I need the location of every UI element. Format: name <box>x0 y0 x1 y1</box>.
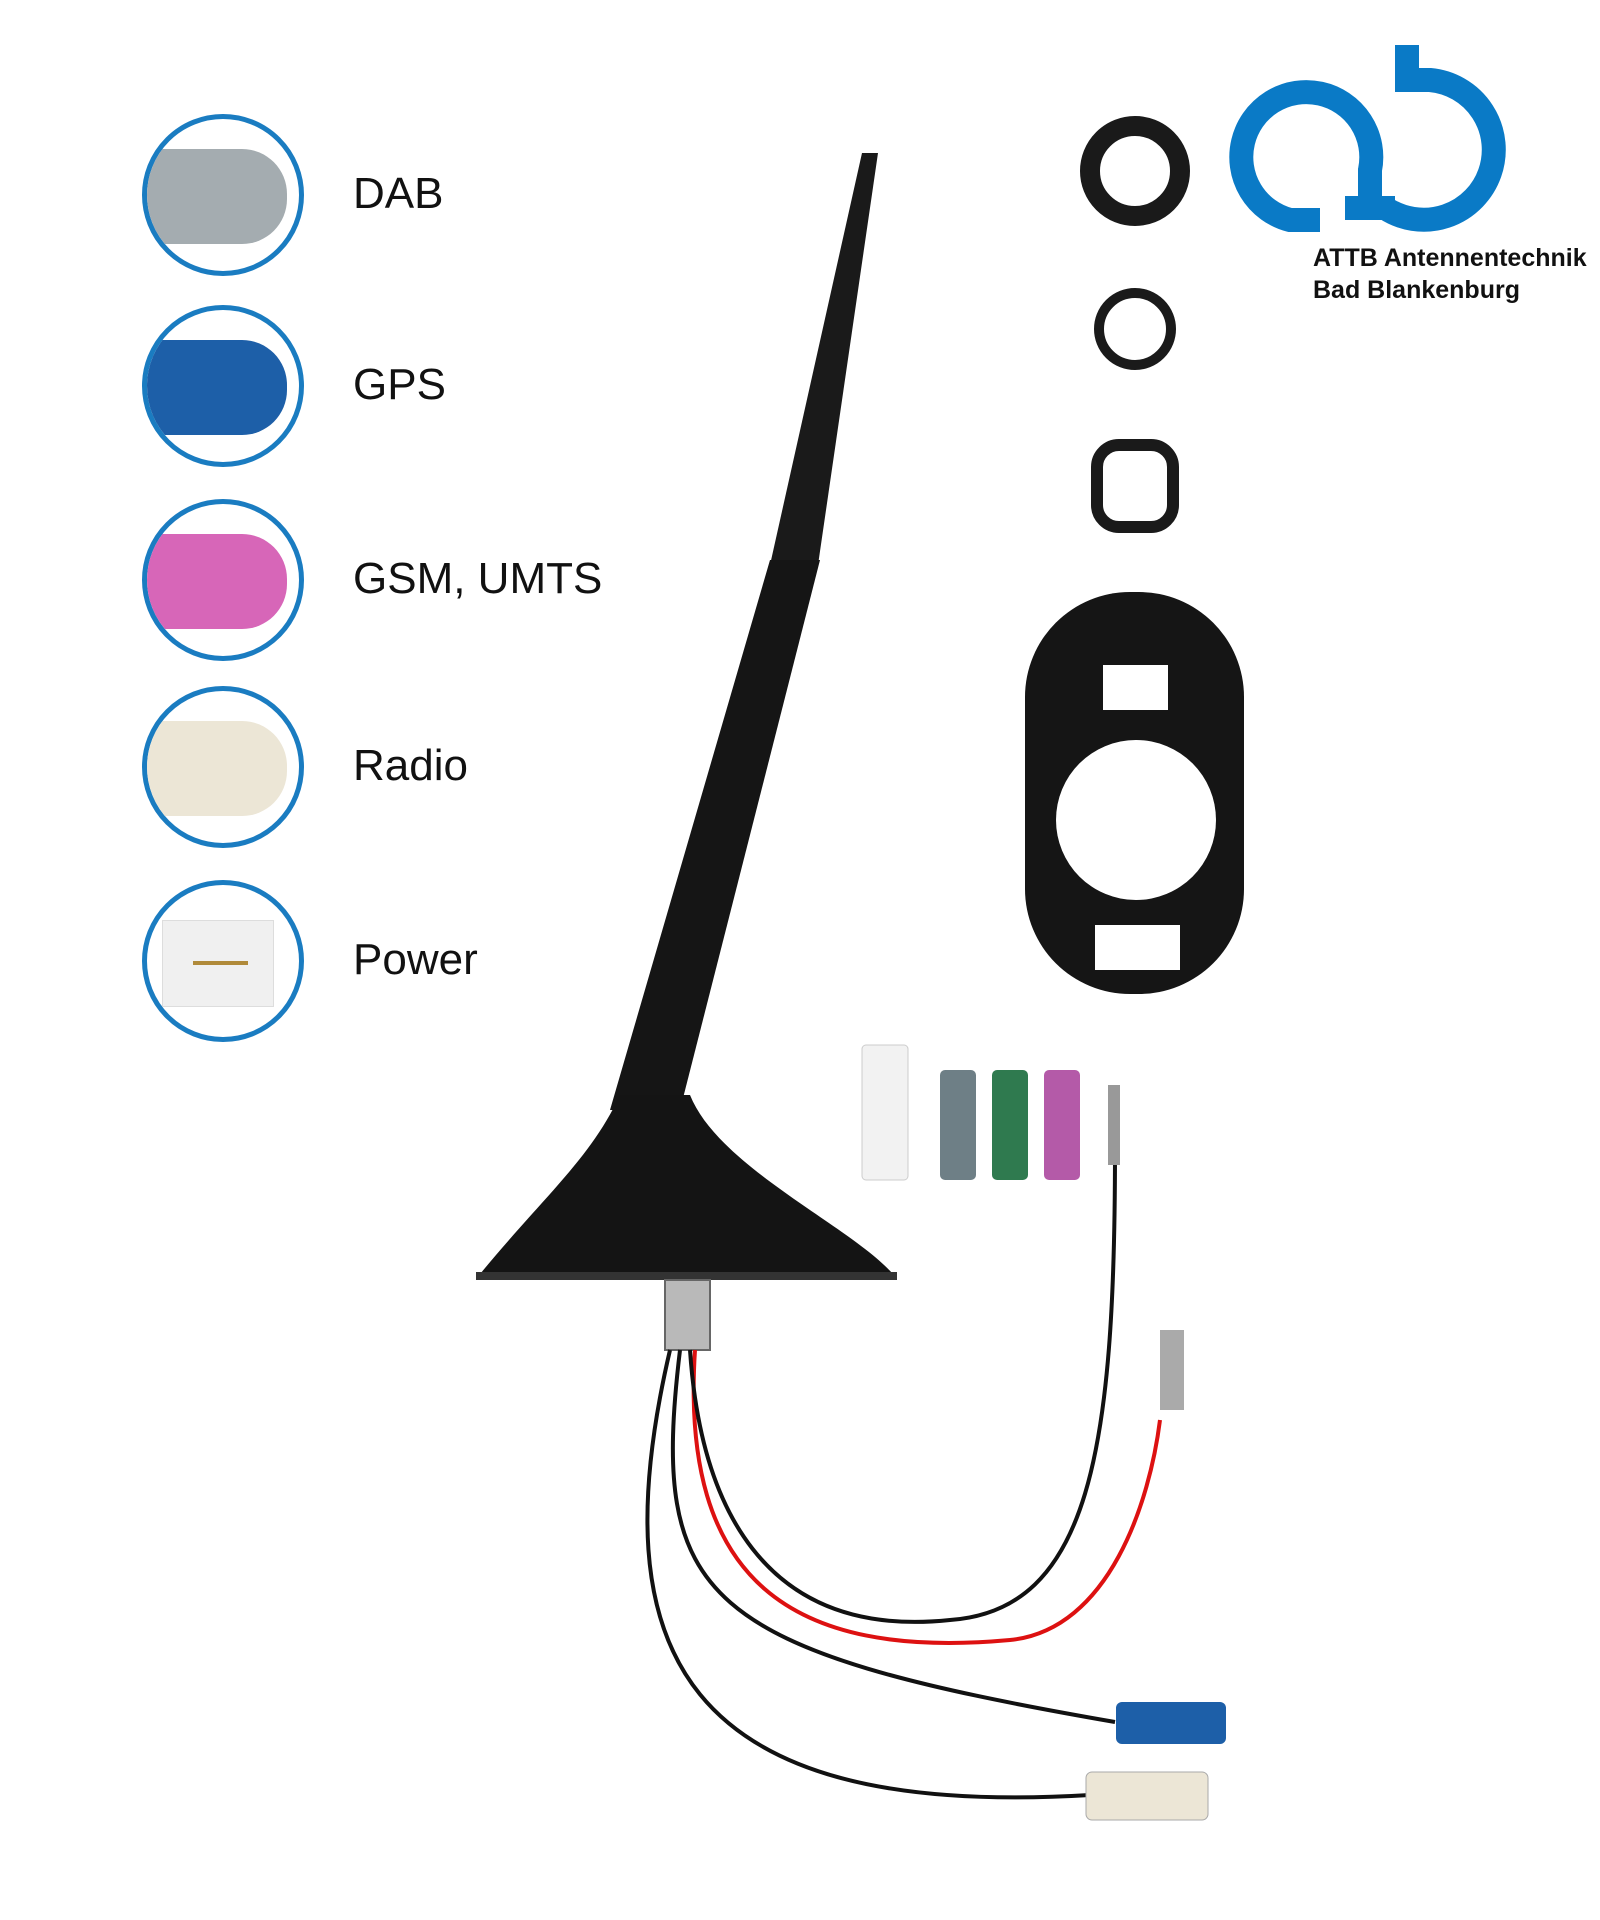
gsm-connector-icon <box>142 499 304 661</box>
logo-company-name: ATTB Antennentechnik <box>1313 244 1587 272</box>
legend-label: DAB <box>353 169 444 218</box>
logo-company-location: Bad Blankenburg <box>1313 276 1520 304</box>
legend-item-radio: Radio <box>142 686 742 848</box>
gps-cable-connector <box>1116 1702 1226 1744</box>
legend-item-gps: GPS <box>142 305 742 467</box>
gps-connector-icon <box>142 305 304 467</box>
power-terminal <box>1160 1330 1184 1410</box>
mounting-parts <box>1025 116 1244 994</box>
legend-item-gsm-umts: GSM, UMTS <box>142 499 742 661</box>
attb-logo <box>1229 45 1506 232</box>
power-connector-icon <box>142 880 304 1042</box>
dab-connector-icon <box>142 114 304 276</box>
spare-connectors <box>861 1044 1120 1181</box>
cables <box>645 1149 1162 1800</box>
antenna <box>476 153 897 1351</box>
legend-label: GPS <box>353 360 446 409</box>
legend-label: GSM, UMTS <box>353 554 603 603</box>
legend-label: Radio <box>353 741 468 790</box>
legend-item-power: Power <box>142 880 742 1042</box>
radio-cable-connector <box>1085 1771 1209 1821</box>
legend-label: Power <box>353 935 478 984</box>
radio-connector-icon <box>142 686 304 848</box>
legend-item-dab: DAB <box>142 114 742 276</box>
